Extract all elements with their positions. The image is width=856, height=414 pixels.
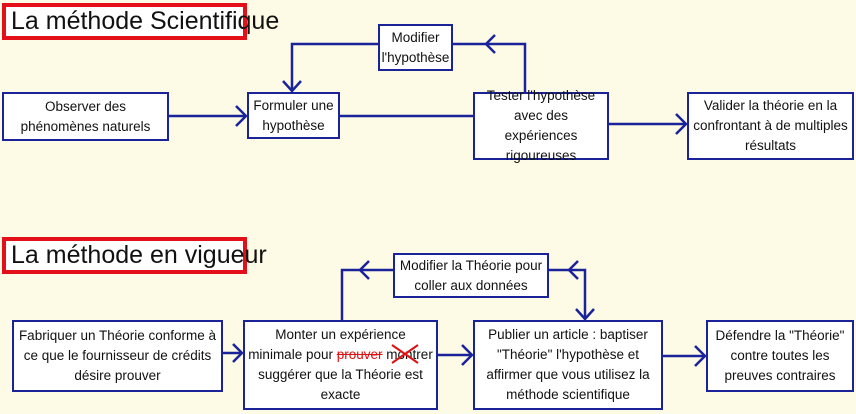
loop-modify-to-publish bbox=[549, 260, 595, 321]
struck-word: prouver bbox=[336, 347, 383, 362]
arrow-fabricate-to-mount bbox=[223, 343, 244, 363]
title-scientific-method: La méthode Scientifique bbox=[2, 3, 279, 40]
loop-mount-to-modify bbox=[340, 260, 393, 320]
box-defend: Défendre la "Théorie" contre toutes les … bbox=[706, 320, 854, 392]
loop-test-to-modify bbox=[453, 34, 527, 92]
mount-text: Monter un expérience minimale pour prouv… bbox=[247, 325, 434, 405]
loop-modify-to-formulate bbox=[282, 42, 378, 93]
box-modify-theory: Modifier la Théorie pour coller aux donn… bbox=[393, 253, 549, 298]
box-formulate: Formuler une hypothèse bbox=[247, 92, 340, 139]
box-observe: Observer des phénomènes naturels bbox=[2, 92, 169, 141]
mount-text-end: suggérer que la Théorie est exacte bbox=[258, 367, 423, 402]
arrow-mount-to-publish bbox=[438, 344, 474, 366]
mount-text-start: Monter un expérience minimale pour bbox=[248, 327, 406, 362]
box-test: Tester l'hypothèse avec des expériences … bbox=[473, 88, 609, 163]
arrow-observe-to-formulate bbox=[169, 105, 248, 127]
box-publish: Publier un article : baptiser "Théorie" … bbox=[473, 320, 663, 410]
box-mount-experiment: Monter un expérience minimale pour prouv… bbox=[243, 320, 438, 410]
red-cross-icon bbox=[391, 344, 419, 364]
crossed-word: montrer bbox=[386, 344, 433, 365]
box-validate: Valider la théorie en la confrontant à d… bbox=[687, 92, 854, 160]
box-modify-hypothesis: Modifier l'hypothèse bbox=[378, 24, 453, 71]
arrow-publish-to-defend bbox=[663, 345, 707, 367]
title-current-method: La méthode en vigueur bbox=[2, 237, 267, 274]
box-fabricate: Fabriquer un Théorie conforme à ce que l… bbox=[12, 320, 223, 392]
arrow-test-to-validate bbox=[609, 113, 688, 135]
